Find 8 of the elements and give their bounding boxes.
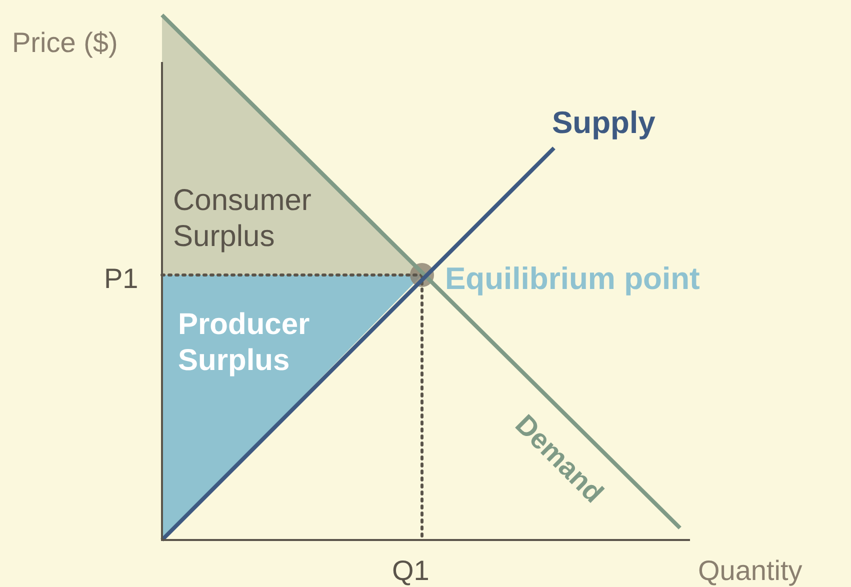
axis-title: Quantity [698,554,802,587]
area-label: Consumer Surplus [173,183,312,255]
point-label: Equilibrium point [445,260,700,298]
curve-label: Supply [552,104,656,142]
axis-title: Price ($) [12,26,118,60]
quantity-level-label: Q1 [392,554,430,587]
area-label: Producer Surplus [178,307,311,379]
price-level-label: P1 [104,262,138,296]
